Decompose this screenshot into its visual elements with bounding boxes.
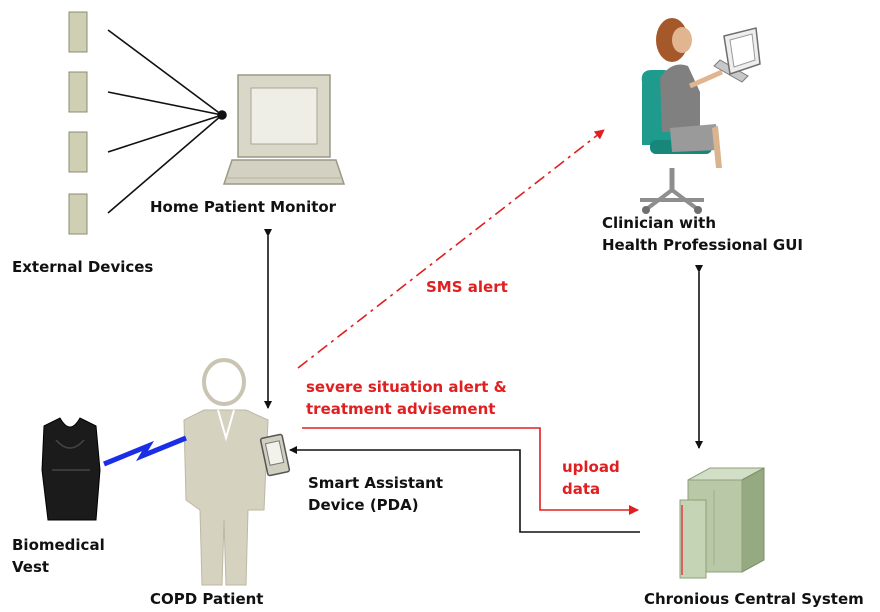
clinician-label-line1: Clinician with [602,214,717,232]
server-to-pda-arrow [289,446,640,533]
pda-label: Smart Assistant Device (PDA) [308,472,443,516]
central-server-icon [679,467,765,579]
severe-alert-label: severe situation alert & treatment advis… [306,376,507,420]
upload-data-label: upload data [562,456,620,500]
external-device-icon [68,71,88,113]
sms-alert-label: SMS alert [426,278,508,296]
external-devices [68,11,88,235]
vest-label: Biomedical Vest [12,534,105,578]
clinician-label: Clinician with Health Professional GUI [602,212,803,256]
biomedical-vest-icon [41,417,101,521]
sms-alert-arrow [297,129,605,369]
clinician-icon [640,18,761,214]
upload-data-arrow [302,427,639,515]
pda-label-line1: Smart Assistant [308,474,444,492]
severe-alert-line1: severe situation alert & [306,378,507,396]
upload-data-line1: upload [562,458,620,476]
copd-patient-icon [183,358,291,586]
upload-data-line2: data [562,480,601,498]
external-devices-label: External Devices [12,258,154,276]
external-device-icon [68,131,88,173]
vest-label-line2: Vest [12,558,50,576]
pda-label-line2: Device (PDA) [308,496,419,514]
home-monitor-icon [222,74,346,185]
device-connection-lines [107,29,227,214]
external-device-icon [68,11,88,53]
copd-patient-label: COPD Patient [150,590,264,608]
central-system-label: Chronious Central System [644,590,864,608]
wireless-link-icon [103,435,187,467]
severe-alert-line2: treatment advisement [306,400,496,418]
external-device-icon [68,193,88,235]
vest-label-line1: Biomedical [12,536,105,554]
home-monitor-label: Home Patient Monitor [150,198,337,216]
clinician-label-line2: Health Professional GUI [602,236,803,254]
